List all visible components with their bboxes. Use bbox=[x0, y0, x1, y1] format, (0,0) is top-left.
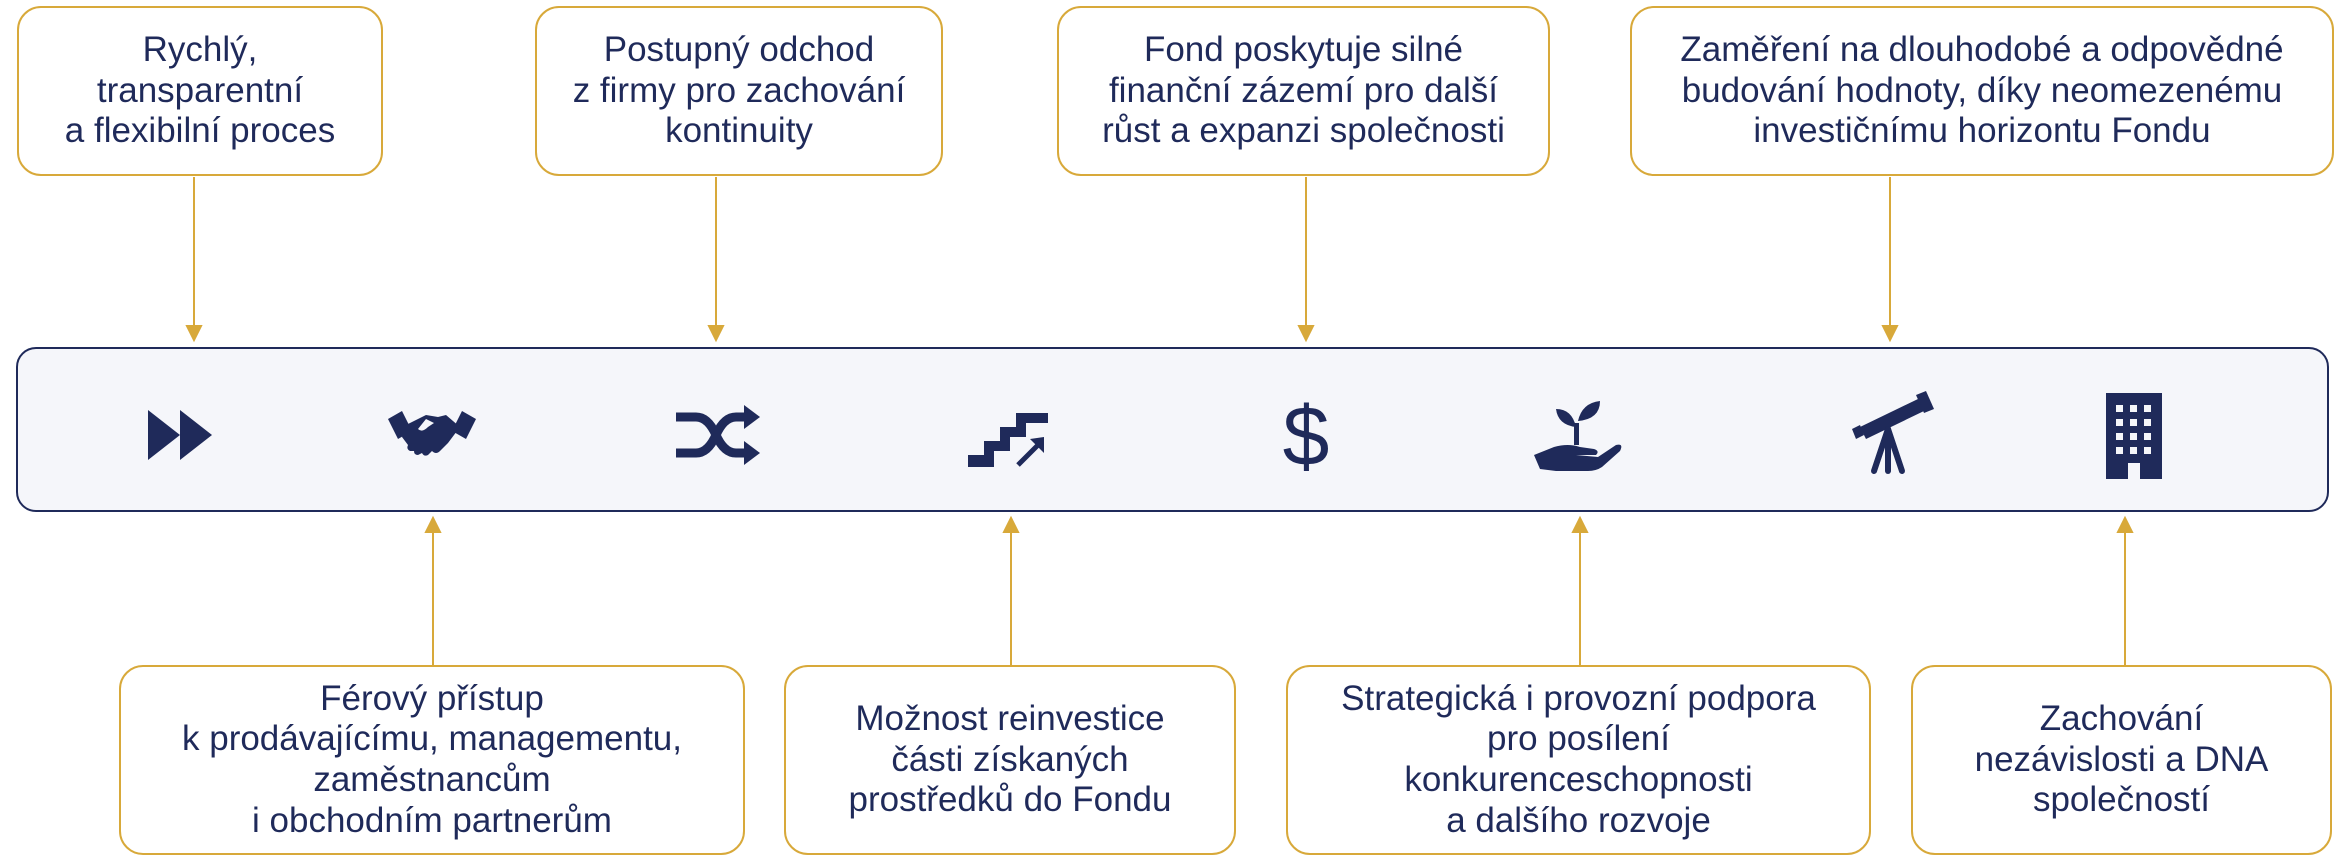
plant-in-hand-icon bbox=[1528, 385, 1628, 485]
benefit-box-financial-backing: Fond poskytuje silné finanční zázemí pro… bbox=[1057, 6, 1550, 176]
benefit-box-long-term-value: Zaměření na dlouhodobé a odpovědné budov… bbox=[1630, 6, 2334, 176]
icon-bar bbox=[16, 347, 2329, 512]
benefit-box-strategic-support: Strategická i provozní podpora pro posíl… bbox=[1286, 665, 1871, 855]
benefit-box-gradual-exit: Postupný odchod z firmy pro zachování ko… bbox=[535, 6, 943, 176]
benefit-box-fair-approach: Férový přístup k prodávajícímu, manageme… bbox=[119, 665, 745, 855]
benefit-box-independence: Zachování nezávislosti a DNA společností bbox=[1911, 665, 2332, 855]
handshake-icon bbox=[382, 385, 482, 485]
fast-forward-icon bbox=[130, 385, 230, 485]
benefit-box-reinvestment: Možnost reinvestice části získaných pros… bbox=[784, 665, 1236, 855]
building-icon bbox=[2084, 385, 2184, 485]
shuffle-icon bbox=[666, 385, 766, 485]
benefit-box-fast-process: Rychlý, transparentní a flexibilní proce… bbox=[17, 6, 383, 176]
telescope-icon bbox=[1840, 385, 1940, 485]
dollar-icon: $ bbox=[1256, 385, 1356, 485]
svg-text:$: $ bbox=[1283, 389, 1330, 483]
stairs-growth-icon bbox=[960, 385, 1060, 485]
